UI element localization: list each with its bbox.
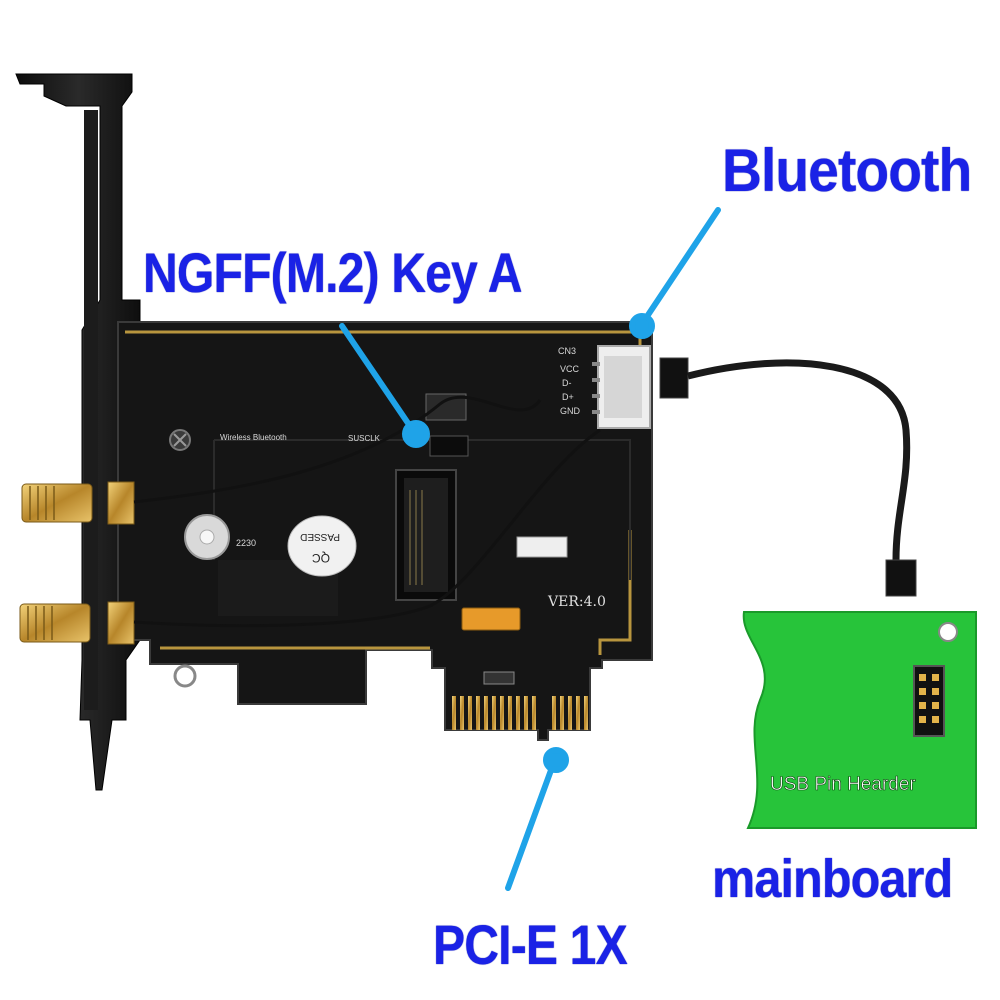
silk-d-minus: D- xyxy=(562,378,572,388)
usb-header-caption: USB Pin Hearder xyxy=(770,774,916,795)
label-ngff-m2-key-a: NGFF(M.2) Key A xyxy=(143,241,523,304)
silk-version: VER:4.0 xyxy=(547,594,606,610)
pcie-card-pcb xyxy=(117,321,653,741)
silk-d-plus: D+ xyxy=(562,392,574,402)
usb-pin-header xyxy=(913,665,945,737)
label-mainboard: mainboard xyxy=(712,849,953,909)
pointer-ngff xyxy=(339,323,417,435)
silk-susclk: SUSCLK xyxy=(348,434,381,443)
label-bluetooth: Bluetooth xyxy=(722,137,972,204)
antenna-connector-bottom xyxy=(19,601,135,645)
silk-gnd: GND xyxy=(560,406,581,416)
antenna-connector-top xyxy=(21,481,135,525)
label-pcie-1x: PCI-E 1X xyxy=(433,913,628,976)
usb-cable xyxy=(659,357,917,597)
silk-vcc: VCC xyxy=(560,364,580,374)
qc-sticker-passed: PASSED xyxy=(300,531,340,542)
silk-cn3: CN3 xyxy=(558,346,576,356)
board-silkscreen: CN3 VCC D- D+ GND Wireless Bluetooth SUS… xyxy=(220,346,581,548)
pointer-pcie xyxy=(505,759,557,891)
silk-2230: 2230 xyxy=(236,538,256,548)
pointer-bluetooth xyxy=(639,207,721,327)
qc-sticker-qc: QC xyxy=(312,551,330,565)
pointer-lines xyxy=(339,207,721,891)
silk-wireless: Wireless Bluetooth xyxy=(220,433,287,442)
mainboard-illustration: USB Pin Hearder xyxy=(742,611,977,829)
